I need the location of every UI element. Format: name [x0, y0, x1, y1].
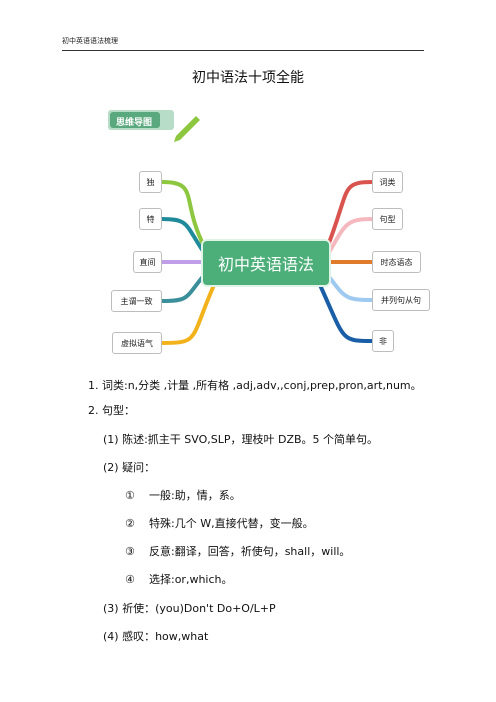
- item-word-classes: 1. 词类:n,分类 ,计量 ,所有格 ,adj,adv,,conj,prep,…: [88, 379, 422, 392]
- node-binglie-congju: 并列句从句: [372, 289, 430, 311]
- branch-line-xuni: [161, 284, 216, 345]
- number-marker: ③: [125, 545, 135, 558]
- branch-line-te: [161, 217, 207, 256]
- branch-line-fei: [318, 284, 373, 343]
- header-rule: [62, 50, 424, 51]
- item-sentence-types: 2. 句型：: [88, 404, 135, 417]
- node-te: 特: [139, 208, 162, 230]
- pencil-icon: [174, 116, 200, 142]
- node-cilei: 词类: [372, 171, 403, 193]
- number-marker: ②: [125, 517, 135, 530]
- node-zhuwei-yizhi: 主谓一致: [111, 290, 162, 312]
- question-tag-text: 反意:翻译，回答，祈使句，shall，will。: [149, 545, 351, 558]
- page-title: 初中语法十项全能: [192, 70, 304, 86]
- page-header: 初中英语语法梳理: [62, 37, 118, 45]
- sub-declarative: (1) 陈述:抓主干 SVO,SLP，理枝叶 DZB。5 个简单句。: [103, 433, 379, 446]
- branch-line-binglie: [325, 272, 373, 302]
- node-shitai-yutai: 时态语态: [372, 251, 421, 273]
- node-du: 独: [139, 171, 162, 193]
- node-juxing: 句型: [372, 208, 403, 230]
- number-marker: ①: [125, 489, 135, 502]
- question-choice: ④ 选择:or,which。: [125, 571, 233, 587]
- mindmap-badge: [108, 110, 200, 142]
- mindmap-center-node: 初中英语语法: [203, 241, 329, 285]
- node-zhijian: 直间: [133, 251, 162, 273]
- branch-line-juxing: [325, 217, 373, 258]
- branch-line-zhuwei: [161, 272, 207, 303]
- branch-line-cilei: [325, 180, 373, 249]
- question-general: ① 一般:助，情，系。: [125, 487, 241, 503]
- question-choice-text: 选择:or,which。: [149, 573, 233, 586]
- node-xuni-yuqi: 虚拟语气: [112, 332, 162, 354]
- question-tag: ③ 反意:翻译，回答，祈使句，shall，will。: [125, 543, 350, 559]
- mindmap-badge-label: 思维导图: [116, 118, 153, 128]
- sub-imperative: (3) 祈使：(you)Don't Do+O/L+P: [103, 602, 276, 615]
- number-marker: ④: [125, 573, 135, 586]
- question-general-text: 一般:助，情，系。: [149, 489, 241, 502]
- branch-line-du: [161, 180, 207, 249]
- node-fei: 非: [372, 330, 394, 352]
- sub-interrogative: (2) 疑问：: [103, 461, 156, 474]
- question-special: ② 特殊:几个 W,直接代替，变一般。: [125, 515, 314, 531]
- sub-exclamatory: (4) 感叹：how,what: [103, 630, 209, 643]
- question-special-text: 特殊:几个 W,直接代替，变一般。: [149, 517, 314, 530]
